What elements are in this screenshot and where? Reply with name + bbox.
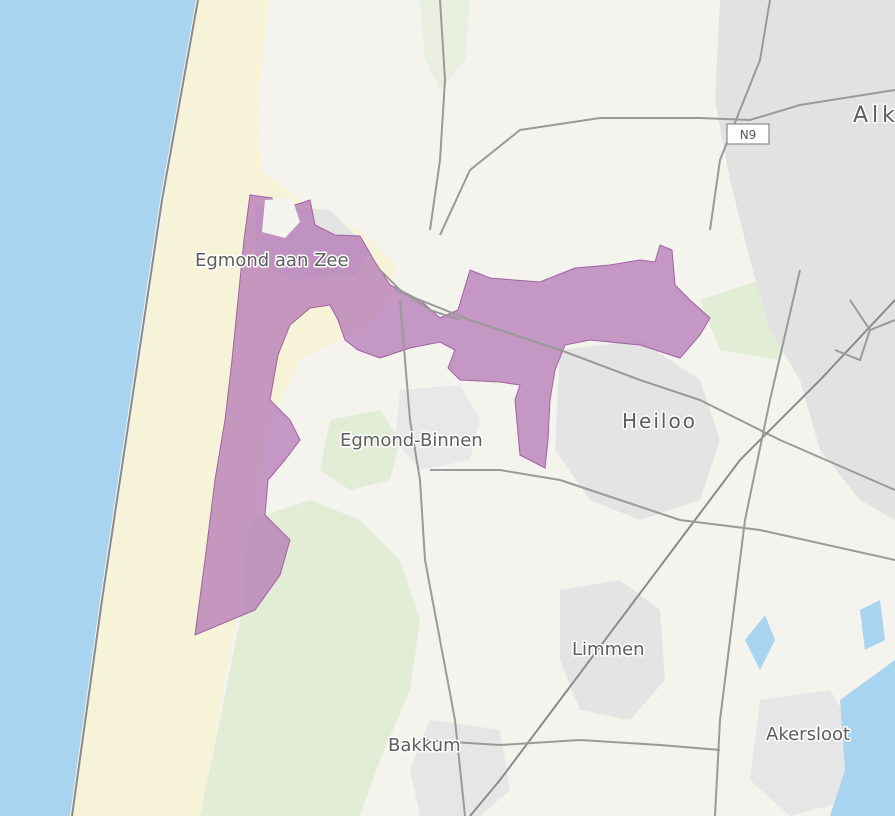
road-limmen xyxy=(430,469,895,561)
label-limmen[interactable]: Limmen xyxy=(571,638,647,662)
forest-patch-1 xyxy=(320,410,400,490)
road-shield-box xyxy=(726,123,770,145)
label-heiloo[interactable]: Heiloo xyxy=(621,408,697,435)
label-bakkum[interactable]: Bakkum xyxy=(387,734,463,758)
road-railway xyxy=(469,299,895,816)
region-hole xyxy=(262,198,300,238)
urban-limmen xyxy=(560,580,665,720)
road-shield-n9: N9 xyxy=(726,123,770,145)
road-coast-connector xyxy=(379,269,461,321)
label-egmond-aan-zee[interactable]: Egmond aan Zee xyxy=(194,249,351,273)
coastline xyxy=(71,0,199,816)
road-north-2 xyxy=(709,0,771,231)
label-akersloot[interactable]: Akersloot xyxy=(765,723,852,747)
urban-heiloo xyxy=(555,340,720,520)
north-sea xyxy=(0,0,196,816)
road-n-s-west xyxy=(399,299,466,816)
inland-water-3 xyxy=(860,600,885,650)
road-shield-label: N9 xyxy=(740,128,757,142)
road-east-spur xyxy=(869,319,895,331)
urban-egmond-binnen xyxy=(395,385,480,470)
urban-akersloot xyxy=(750,690,860,816)
highlighted-region[interactable] xyxy=(194,194,711,636)
forest-patch-2 xyxy=(420,0,470,90)
road-bakkum xyxy=(419,738,721,751)
inland-water-2 xyxy=(830,660,895,816)
label-egmond-binnen[interactable]: Egmond-Binnen xyxy=(339,429,485,453)
road-egmond-heiloo xyxy=(394,289,895,491)
road-alkmaar-ring xyxy=(834,299,872,362)
inland-water-1 xyxy=(745,615,775,670)
road-n-s-east xyxy=(714,269,801,816)
road-north-1 xyxy=(429,0,447,231)
label-alkmaar-partial[interactable]: Alk xyxy=(852,102,895,130)
road-network xyxy=(379,0,895,816)
road-n9-main xyxy=(439,89,895,236)
